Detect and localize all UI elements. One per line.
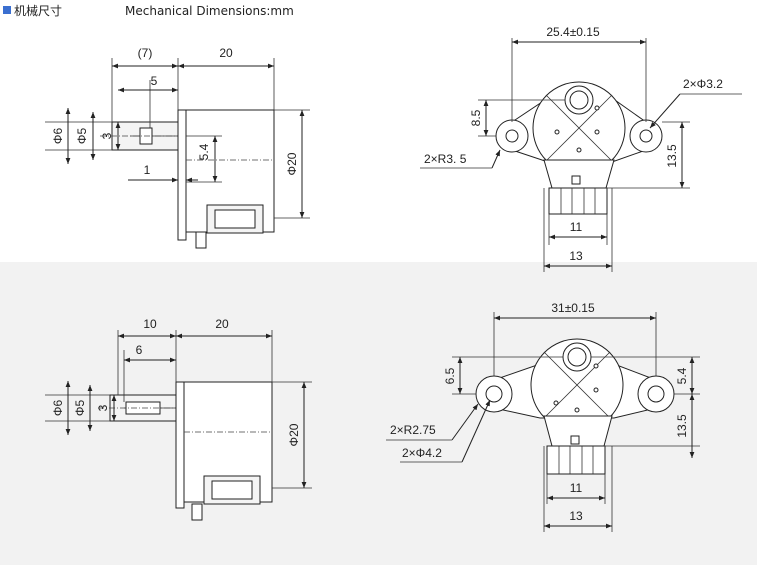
header-title-cn: 机械尺寸 [14,3,62,18]
dim-13: 13 [569,249,583,263]
connector-lower [546,445,606,475]
bottom-side-view: 10 20 6 Φ6 Φ5 3 Φ20 [45,317,312,521]
dim-3: 3 [100,132,114,139]
dim-phi20-lower: Φ20 [287,423,301,446]
label-holes-lower: 2×Φ4.2 [402,446,442,460]
bottom-front-view: 31±0.15 6.5 5.4 13.5 2×R2.75 2×Φ4.2 11 1… [386,301,700,532]
mount-hole-right [639,129,653,143]
flange-lower [175,381,185,509]
dim-phi5: Φ5 [75,128,89,145]
dim-13-lower: 13 [569,509,583,523]
dim-6-5: 6.5 [443,367,457,384]
label-radius-lower: 2×R2.75 [390,423,436,437]
dim-3-lower: 3 [96,404,110,411]
top-front-view: 25.4±0.15 2×Φ3.2 8.5 2×R3. 5 13.5 11 13 [420,25,742,272]
dim-6: 6 [136,343,143,357]
dim-5: 5 [151,74,158,88]
dim-phi5-lower: Φ5 [73,400,87,417]
dim-11: 11 [570,220,583,234]
dim-20-lower: 20 [215,317,229,331]
mount-hole-left [505,129,519,143]
mount-hole-right-lower [647,385,665,403]
dim-width: 25.4±0.15 [546,25,600,39]
dim-7: (7) [138,46,153,60]
dim-5-4-lower: 5.4 [675,367,689,384]
dim-phi6: Φ6 [51,128,65,145]
dim-phi6-lower: Φ6 [51,400,65,417]
dim-8-5: 8.5 [469,109,483,126]
header-square-icon [3,6,11,14]
dim-phi20: Φ20 [285,152,299,175]
dim-width-lower: 31±0.15 [551,301,595,315]
label-holes: 2×Φ3.2 [683,77,723,91]
output-shaft-lower [567,347,587,367]
dim-13-5: 13.5 [665,144,679,168]
label-radius: 2×R3. 5 [424,152,467,166]
dim-13-5-lower: 13.5 [675,414,689,438]
mount-hole-left-lower [485,385,503,403]
dim-20: 20 [219,46,233,60]
dim-5-4: 5.4 [197,143,211,160]
dim-11-lower: 11 [570,481,583,495]
output-shaft [569,90,589,110]
header-title-en: Mechanical Dimensions:mm [125,4,294,18]
connector [548,187,608,215]
dim-10: 10 [143,317,157,331]
dim-1: 1 [144,163,151,177]
top-side-view: (7) 20 5 Φ6 Φ5 3 5.4 1 Φ20 [45,46,310,249]
flange [177,109,187,241]
